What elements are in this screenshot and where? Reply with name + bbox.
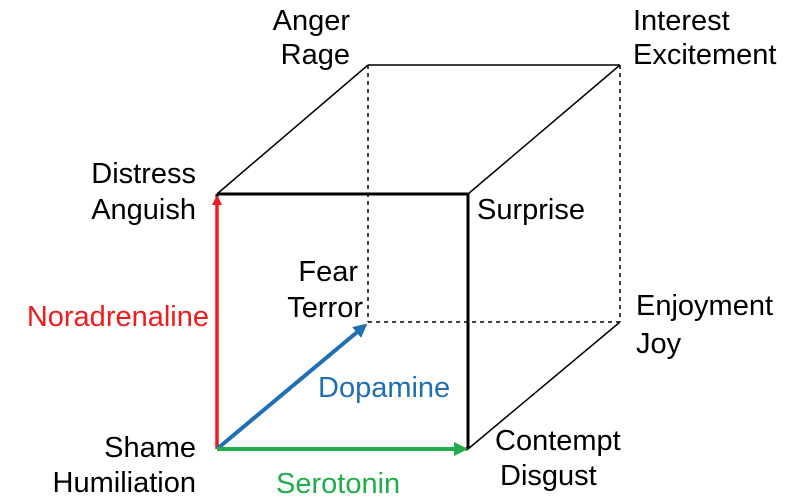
- cube-edge-top-left-diagonal: [216, 64, 369, 195]
- noradrenaline-label: Noradrenaline: [27, 301, 209, 333]
- corner-label-surprise: Surprise: [477, 194, 585, 226]
- cube-edge-bottom-right-diagonal: [467, 321, 621, 450]
- dopamine-label: Dopamine: [318, 372, 450, 404]
- dopamine-arrow: [215, 323, 368, 451]
- cube-edge-top-right-diagonal: [467, 64, 621, 195]
- serotonin-label: Serotonin: [276, 468, 400, 499]
